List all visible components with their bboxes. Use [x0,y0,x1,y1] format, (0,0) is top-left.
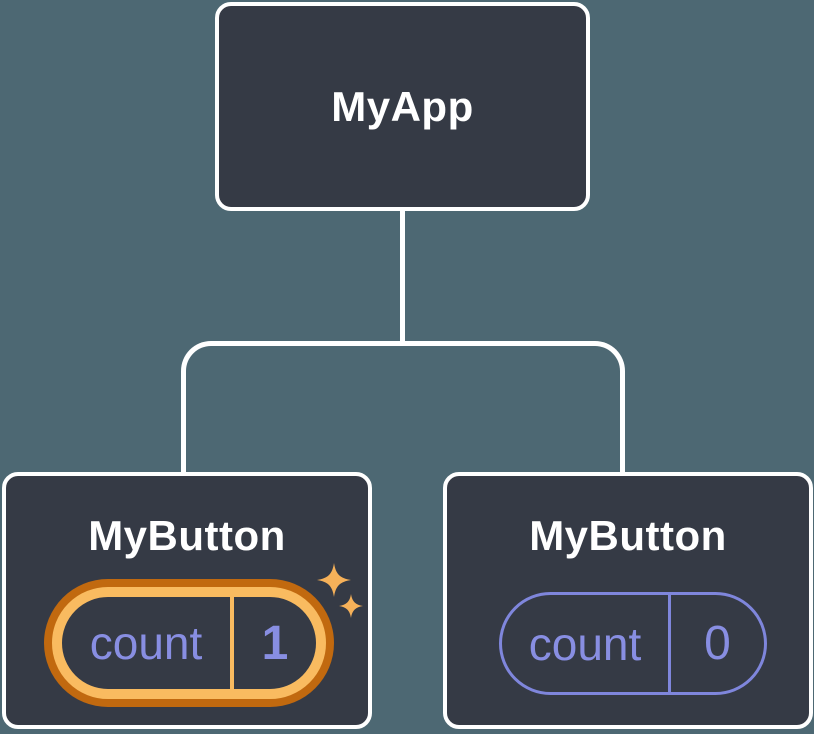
state-pill-divider [230,597,234,689]
state-value: 1 [261,616,289,670]
state-value-cell: 1 [234,597,316,689]
node-mybutton-label: MyButton [88,512,286,559]
state-key-label: count [528,617,642,670]
state-pill-highlighted-inner: count 1 [52,587,326,699]
state-key-cell: count [502,595,668,692]
state-key-label: count [89,617,203,669]
node-mybutton-highlighted: MyButton count 1 [2,472,372,729]
node-myapp: MyApp [215,2,590,211]
node-mybutton-label: MyButton [529,512,727,559]
connector-children-bracket [181,341,625,472]
connector-root-stem [400,207,405,345]
state-key-cell: count [62,597,230,689]
state-pill-highlighted: count 1 [44,579,334,707]
node-myapp-label: MyApp [331,82,474,130]
state-pill-divider [668,595,671,692]
node-mybutton-default: MyButton count 0 [443,472,813,729]
sparkles-icon [317,563,363,618]
state-value-cell: 0 [671,595,764,692]
state-value: 0 [704,617,731,670]
state-pill-default: count 0 [499,592,767,695]
